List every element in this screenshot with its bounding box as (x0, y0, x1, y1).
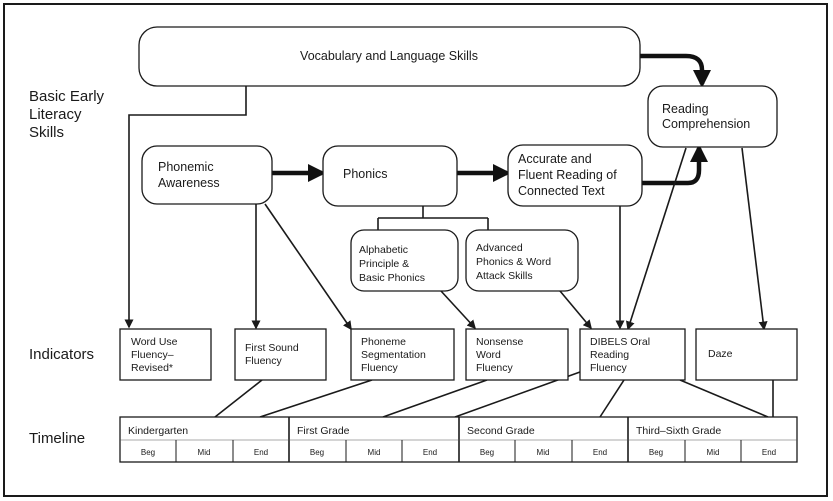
k-end: End (254, 448, 268, 457)
accurate-fluent-node: Accurate and Fluent Reading of Connected… (507, 144, 643, 207)
nonsense-word-fluency-box: Nonsense Word Fluency (465, 328, 569, 381)
grade-first: First Grade (297, 425, 350, 437)
g1-mid: Mid (368, 448, 381, 457)
dibels-orf-box: DIBELS Oral Reading Fluency (579, 328, 686, 381)
first-sound-fluency-box: First Sound Fluency (234, 328, 327, 381)
g2-end: End (593, 448, 607, 457)
alphabetic-principle-line-2: Principle & (359, 258, 409, 270)
timeline-label: Timeline (29, 430, 85, 447)
accurate-fluent-line-1: Accurate and (518, 152, 592, 166)
phonemic-awareness-node: Phonemic Awareness (141, 145, 273, 205)
vocabulary-node: Vocabulary and Language Skills (138, 26, 641, 87)
k-mid: Mid (198, 448, 211, 457)
indicators-label: Indicators (29, 346, 94, 363)
reading-comprehension-line-1: Reading (662, 102, 709, 116)
alphabetic-principle-line-1: Alphabetic (359, 244, 408, 256)
word-use-fluency-box: Word Use Fluency– Revised* (119, 328, 212, 381)
timeline-bar: Kindergarten First Grade Second Grade Th… (119, 416, 798, 463)
word-use-fluency-line-3: Revised* (131, 362, 173, 374)
phonemic-awareness-line-2: Awareness (158, 176, 220, 190)
nonsense-word-line-3: Fluency (476, 362, 514, 374)
grade-second: Second Grade (467, 425, 535, 437)
dibels-orf-line-1: DIBELS Oral (590, 336, 650, 348)
accurate-fluent-line-3: Connected Text (518, 184, 605, 198)
nonsense-word-line-2: Word (476, 349, 501, 361)
grade-kindergarten: Kindergarten (128, 425, 188, 437)
alphabetic-principle-line-3: Basic Phonics (359, 272, 425, 284)
advanced-phonics-line-1: Advanced (476, 242, 523, 254)
phoneme-segmentation-line-1: Phoneme (361, 336, 406, 348)
k-beg: Beg (141, 448, 155, 457)
g2-beg: Beg (480, 448, 494, 457)
dibels-orf-line-3: Fluency (590, 362, 628, 374)
alphabetic-principle-node: Alphabetic Principle & Basic Phonics (350, 229, 459, 292)
phoneme-segmentation-line-3: Fluency (361, 362, 399, 374)
phoneme-segmentation-line-2: Segmentation (361, 349, 426, 361)
advanced-phonics-line-3: Attack Skills (476, 270, 533, 282)
first-sound-fluency-line-2: Fluency (245, 355, 283, 367)
advanced-phonics-line-2: Phonics & Word (476, 256, 551, 268)
g3-mid: Mid (707, 448, 720, 457)
first-sound-fluency-line-1: First Sound (245, 342, 299, 354)
phonics-node: Phonics (322, 145, 458, 207)
basic-skills-label-line-3: Skills (29, 124, 64, 141)
nonsense-word-line-1: Nonsense (476, 336, 523, 348)
advanced-phonics-node: Advanced Phonics & Word Attack Skills (465, 229, 579, 292)
connectors (124, 53, 774, 418)
g1-beg: Beg (310, 448, 324, 457)
word-use-fluency-line-2: Fluency– (131, 349, 174, 361)
phonemic-awareness-line-1: Phonemic (158, 160, 214, 174)
vocabulary-label: Vocabulary and Language Skills (300, 49, 478, 63)
basic-skills-label-line-2: Literacy (29, 106, 82, 123)
g2-mid: Mid (537, 448, 550, 457)
reading-comprehension-node: Reading Comprehension (647, 85, 778, 148)
daze-label: Daze (708, 348, 733, 360)
accurate-fluent-line-2: Fluent Reading of (518, 168, 617, 182)
word-use-fluency-line-1: Word Use (131, 336, 178, 348)
g3-end: End (762, 448, 776, 457)
g1-end: End (423, 448, 437, 457)
daze-box: Daze (695, 328, 798, 381)
basic-skills-label-line-1: Basic Early (29, 88, 105, 105)
g3-beg: Beg (649, 448, 663, 457)
grade-third-sixth: Third–Sixth Grade (636, 425, 721, 437)
dibels-orf-line-2: Reading (590, 349, 629, 361)
reading-comprehension-line-2: Comprehension (662, 117, 750, 131)
phonics-label: Phonics (343, 167, 387, 181)
phoneme-segmentation-box: Phoneme Segmentation Fluency (350, 328, 455, 381)
